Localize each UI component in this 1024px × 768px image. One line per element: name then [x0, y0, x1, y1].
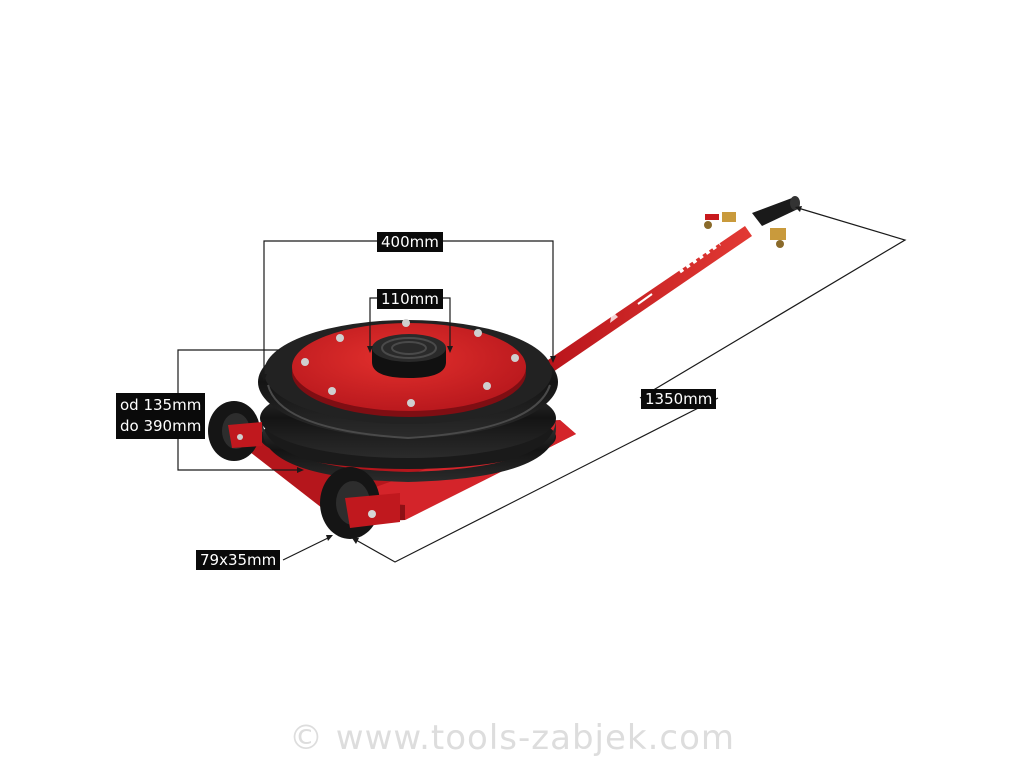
- front-wheel: [320, 467, 400, 539]
- height-dimension-label: od 135mm do 390mm: [116, 393, 206, 439]
- dimension-arrows: [261, 206, 802, 544]
- width-dimension-label: 400mm: [377, 232, 443, 252]
- valve-icon: [704, 212, 786, 248]
- height-max-text: do 390mm: [120, 417, 202, 435]
- wheel-dimension-label: 79x35mm: [196, 550, 281, 570]
- length-dimension-label: 1350mm: [641, 389, 717, 409]
- handle: [545, 226, 752, 372]
- saddle-dimension-label: 110mm: [377, 289, 443, 309]
- rubber-saddle: [372, 334, 446, 378]
- grip-icon: [752, 196, 800, 226]
- rear-wheel: [208, 401, 262, 461]
- watermark: © www.tools-zabjek.com: [288, 718, 736, 758]
- dimension-lines: [177, 207, 907, 563]
- height-min-text: od 135mm: [120, 396, 202, 414]
